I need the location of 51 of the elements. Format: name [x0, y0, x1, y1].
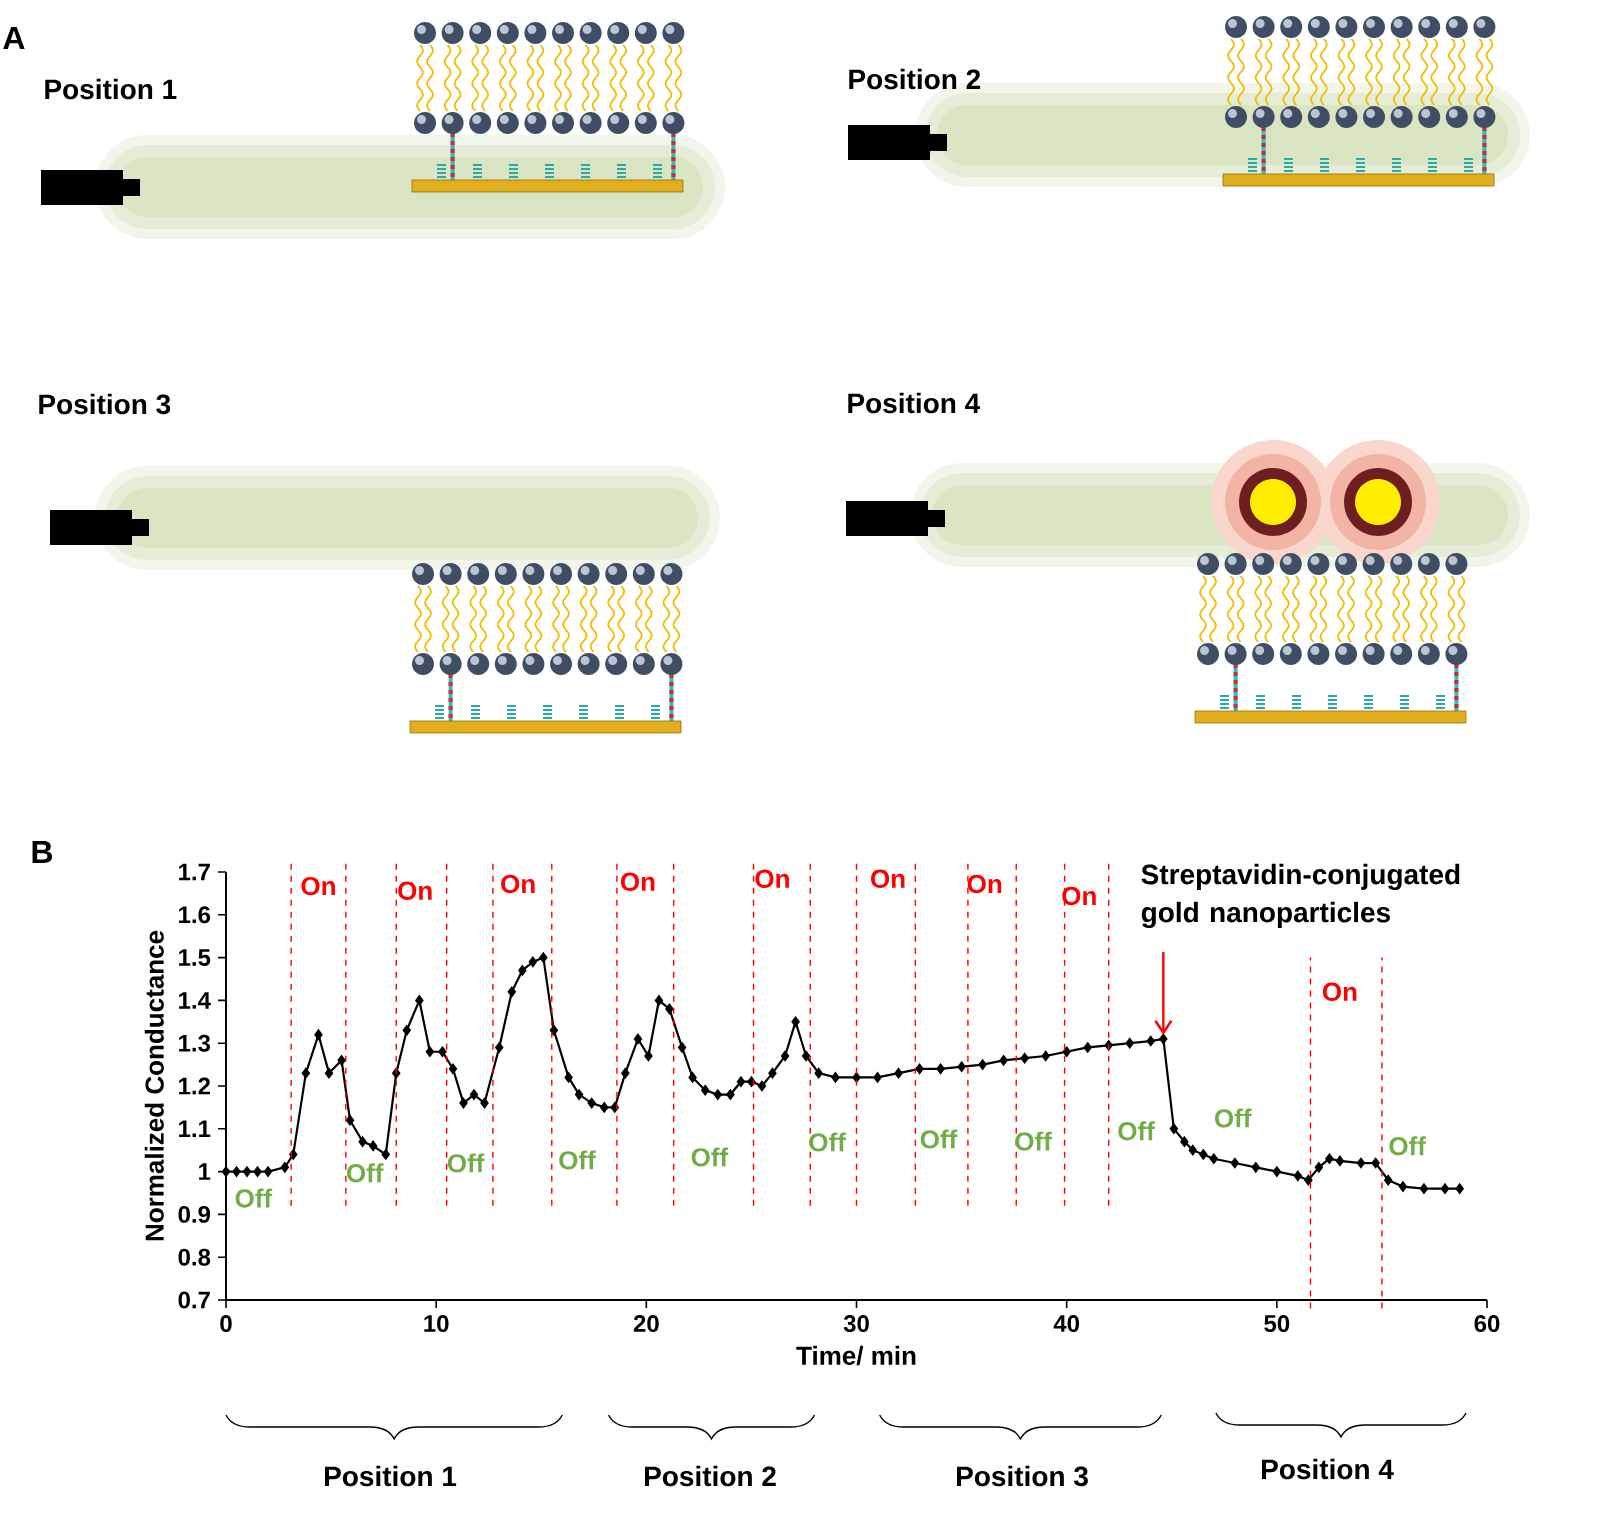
position-label: Position 4: [848, 392, 981, 414]
y-tick-label: 0.9: [178, 1205, 211, 1223]
y-tick-label: 1.1: [179, 1120, 211, 1138]
state-label: Off: [1215, 1108, 1252, 1128]
state-label: On: [620, 872, 655, 891]
y-tick-label: 1.5: [179, 949, 211, 966]
state-label: Off: [347, 1163, 384, 1183]
y-tick-label: 1.6: [179, 906, 211, 924]
y-tick-label: 0.8: [178, 1248, 211, 1266]
state-label: On: [871, 869, 905, 889]
panel-label: B: [32, 840, 53, 863]
y-tick-label: 1.2: [179, 1077, 210, 1095]
panel-label: A: [3, 26, 25, 49]
y-tick-label: 1: [199, 1163, 211, 1180]
state-label: On: [398, 881, 432, 900]
x-tick-label: 0: [220, 1315, 232, 1333]
state-label: On: [1322, 982, 1357, 1001]
x-tick-label: 20: [633, 1315, 659, 1333]
x-tick-label: 60: [1474, 1315, 1500, 1333]
position-label: Position 3: [957, 1465, 1088, 1487]
y-tick-label: 1.3: [179, 1034, 211, 1052]
position-label: Position 2: [849, 68, 981, 90]
position-label: Position 2: [645, 1465, 776, 1487]
state-label: Off: [691, 1147, 729, 1167]
position-label: Position 1: [325, 1465, 457, 1487]
position-label: Position 4: [1262, 1458, 1394, 1480]
position-label: Position 1: [45, 78, 177, 100]
state-label: Off: [447, 1153, 485, 1173]
state-label: Off: [809, 1132, 846, 1152]
state-label: Off: [235, 1188, 273, 1208]
x-tick-label: 10: [424, 1315, 449, 1333]
x-axis-title: Time/ min: [796, 1345, 916, 1366]
annotation-text: Streptavidin-conjugated gold nanoparticles: [1141, 863, 1460, 929]
y-tick-label: 1.4: [179, 992, 211, 1009]
state-label: On: [501, 874, 535, 894]
state-label: Off: [1389, 1136, 1426, 1156]
state-label: On: [301, 876, 335, 896]
x-tick-label: 40: [1053, 1315, 1080, 1333]
x-tick-label: 50: [1264, 1315, 1290, 1333]
state-label: Off: [1015, 1131, 1052, 1151]
position-label: Position 3: [39, 393, 171, 415]
state-label: Off: [1118, 1121, 1155, 1141]
y-axis-title: Normalized Conductance: [144, 930, 164, 1241]
state-label: On: [967, 874, 1002, 894]
state-label: On: [755, 869, 789, 889]
state-label: Off: [920, 1129, 958, 1149]
state-label: On: [1062, 886, 1096, 906]
state-label: Off: [559, 1150, 596, 1170]
x-tick-label: 30: [843, 1315, 869, 1333]
y-tick-label: 0.7: [178, 1291, 210, 1309]
y-tick-label: 1.7: [179, 863, 210, 881]
